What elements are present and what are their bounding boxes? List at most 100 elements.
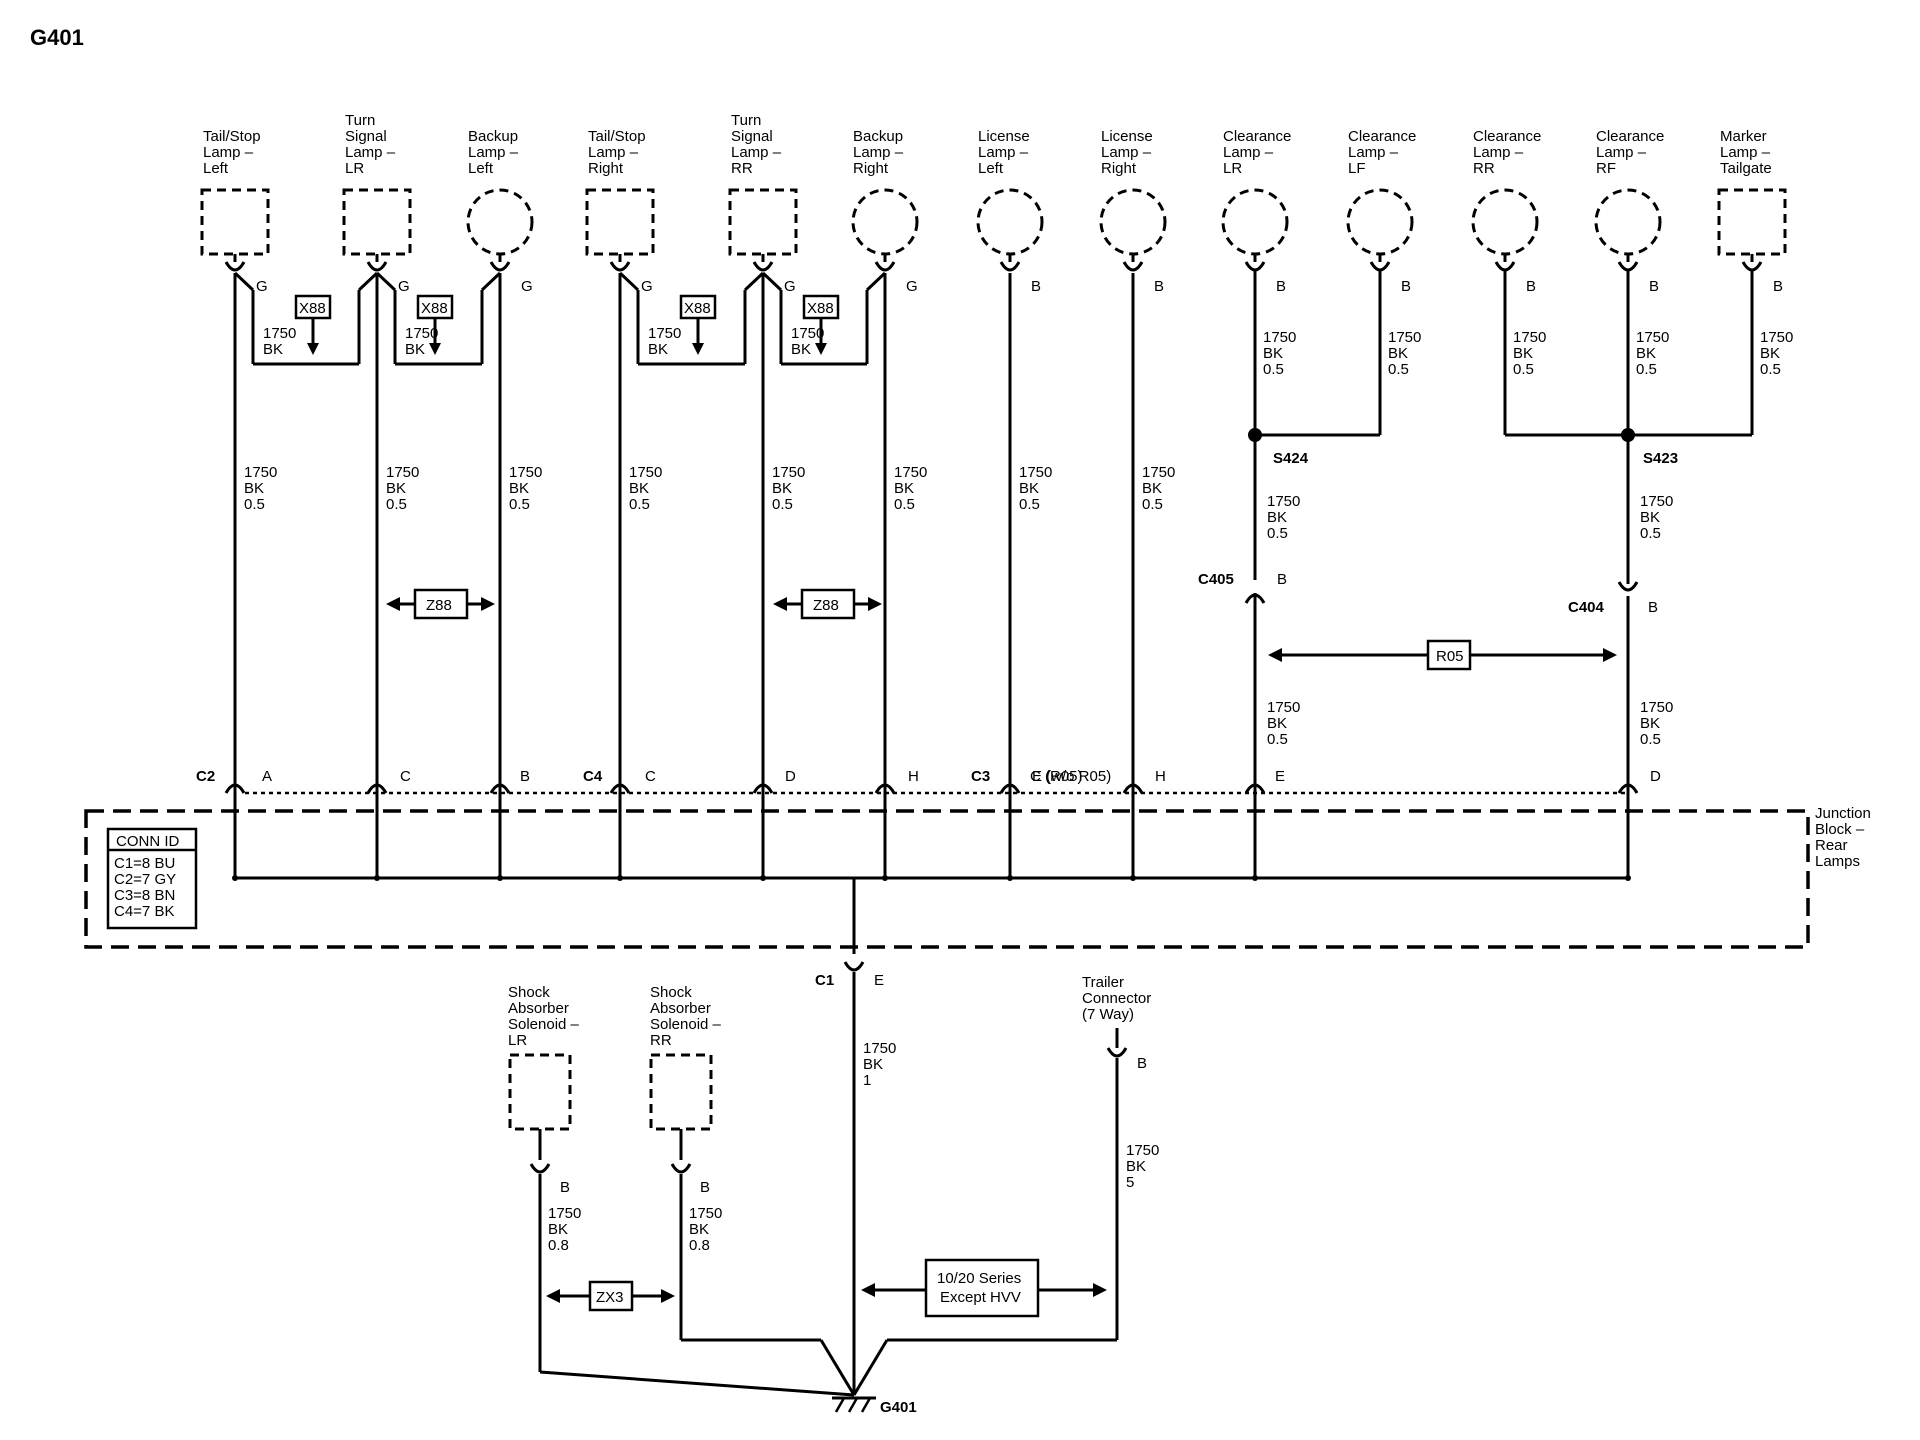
shock-lr-label-3: Solenoid – <box>508 1016 580 1033</box>
option-x88-label: X88 <box>299 300 326 317</box>
lamp-label: Signal <box>345 128 387 145</box>
junction-pin: A <box>262 768 272 785</box>
lamp-label: Lamp – <box>1101 144 1152 161</box>
junction-block-label-4: Lamps <box>1815 853 1860 870</box>
connector-c404-pin: B <box>1648 599 1658 616</box>
lamp-connector <box>752 261 774 272</box>
shock-lr-wire-2: BK <box>548 1221 568 1238</box>
wire-label: 1750 <box>244 464 277 481</box>
wire-label: BK <box>1142 480 1162 497</box>
lamp-label: Clearance <box>1223 128 1291 145</box>
junction-block-label-1: Junction <box>1815 805 1871 822</box>
option-x88-label: X88 <box>807 300 834 317</box>
junction-pin: H <box>1155 768 1166 785</box>
option-z88-left: Z88 <box>386 588 495 620</box>
conn-id-title: CONN ID <box>116 833 180 850</box>
wire-label: 1750 <box>894 464 927 481</box>
conn-id-row: C2=7 GY <box>114 871 176 888</box>
tail-stop-right-lamp <box>585 188 655 256</box>
lamp-terminal: G <box>906 278 918 295</box>
lamp-label: Lamp – <box>1473 144 1524 161</box>
lamp-label: Turn <box>345 112 375 129</box>
clearance-rr-lamp <box>1471 188 1539 256</box>
lamp-label: Lamp – <box>1720 144 1771 161</box>
page-title: G401 <box>30 25 84 50</box>
lamp-label: Marker <box>1720 128 1767 145</box>
wire-label: 0.5 <box>894 496 915 513</box>
marker-tailgate-lamp <box>1717 188 1787 256</box>
junction-pin: H <box>908 768 919 785</box>
shock-absorber-solenoid-lr <box>508 1053 572 1131</box>
trailer-wire-3: 5 <box>1126 1174 1134 1191</box>
wire-label: 1750 <box>386 464 419 481</box>
lamp-label: Clearance <box>1473 128 1541 145</box>
lamp-label: License <box>1101 128 1153 145</box>
splice-s424 <box>1248 428 1262 442</box>
connector-c4: C4 <box>583 768 603 785</box>
wire-label: 0.5 <box>1019 496 1040 513</box>
wire-label: 1750 <box>772 464 805 481</box>
trailer-label-2: Connector <box>1082 990 1151 1007</box>
clearance-lr-lamp <box>1221 188 1289 256</box>
shock-lr-label-1: Shock <box>508 984 550 1001</box>
jumper-wire-label: 1750 <box>405 325 438 342</box>
wire-label: 1750 <box>1263 329 1296 346</box>
lamp-label: Tailgate <box>1720 160 1772 177</box>
lamp-label: Tail/Stop <box>588 128 646 145</box>
lamp-terminal: B <box>1154 278 1164 295</box>
wire-label: 0.5 <box>1636 361 1657 378</box>
lamp-terminal: B <box>1773 278 1783 295</box>
lamp-terminal: B <box>1401 278 1411 295</box>
lamp-label: License <box>978 128 1030 145</box>
ground-circuit: C1 E 1750 BK 1 Shock Absorber Solenoid –… <box>508 878 1159 1416</box>
junction-pin: E <box>1275 768 1285 785</box>
wire-label: 0.5 <box>244 496 265 513</box>
trailer-wire-2: BK <box>1126 1158 1146 1175</box>
connector-c405-pin: B <box>1277 571 1287 588</box>
splice-s424-label: S424 <box>1273 450 1309 467</box>
wire-label: 1750 <box>1760 329 1793 346</box>
backup-left-lamp <box>466 188 534 256</box>
lamp-label: Left <box>978 160 1004 177</box>
lamp-terminal: B <box>1031 278 1041 295</box>
wire-label: 0.5 <box>629 496 650 513</box>
wire-label: BK <box>509 480 529 497</box>
c405-wire-1: 1750 <box>1267 699 1300 716</box>
shock-rr-wire-2: BK <box>689 1221 709 1238</box>
wire-label: 0.5 <box>1760 361 1781 378</box>
option-z88-right: Z88 <box>773 588 882 620</box>
lamp-label: Lamp – <box>468 144 519 161</box>
wire-label: 0.5 <box>386 496 407 513</box>
junction-pin: C (R05) <box>1030 768 1083 785</box>
lamp-label: Backup <box>468 128 518 145</box>
lamp-connector <box>489 261 511 272</box>
wire-label: 1750 <box>1636 329 1669 346</box>
wire-label: 1750 <box>509 464 542 481</box>
ground-wire-2: BK <box>863 1056 883 1073</box>
junction-block-label-3: Rear <box>1815 837 1848 854</box>
lamp-terminal: B <box>1526 278 1536 295</box>
c404-wire-2: BK <box>1640 715 1660 732</box>
wire-label: 1750 <box>1142 464 1175 481</box>
jumper-wire-label: 1750 <box>263 325 296 342</box>
connector-c1: C1 <box>815 972 834 989</box>
conn-id-row: C1=8 BU <box>114 855 175 872</box>
shock-rr-wire-3: 0.8 <box>689 1237 710 1254</box>
shock-rr-label-1: Shock <box>650 984 692 1001</box>
lamp-label: Lamp – <box>978 144 1029 161</box>
turn-lr-lamp <box>342 188 412 256</box>
jumper-wire-label: 1750 <box>791 325 824 342</box>
connector-c1-pin: E <box>874 972 884 989</box>
wire-label: 0.5 <box>1142 496 1163 513</box>
clearance-rf-lamp <box>1594 188 1662 256</box>
trailer-terminal: B <box>1137 1055 1147 1072</box>
c405-wire-3: 0.5 <box>1267 731 1288 748</box>
lamp-connector <box>609 261 631 272</box>
wire-label: 0.5 <box>1513 361 1534 378</box>
jumper-wire-label: BK <box>263 341 283 358</box>
license-right-lamp <box>1099 188 1167 256</box>
shock-lr-wire-3: 0.8 <box>548 1237 569 1254</box>
clearance-splices: S424 S423 1750 BK 0.5 1750 BK 0.5 C405 B… <box>1198 270 1754 793</box>
lamp-label: Lamp – <box>1596 144 1647 161</box>
backup-right-lamp <box>851 188 919 256</box>
